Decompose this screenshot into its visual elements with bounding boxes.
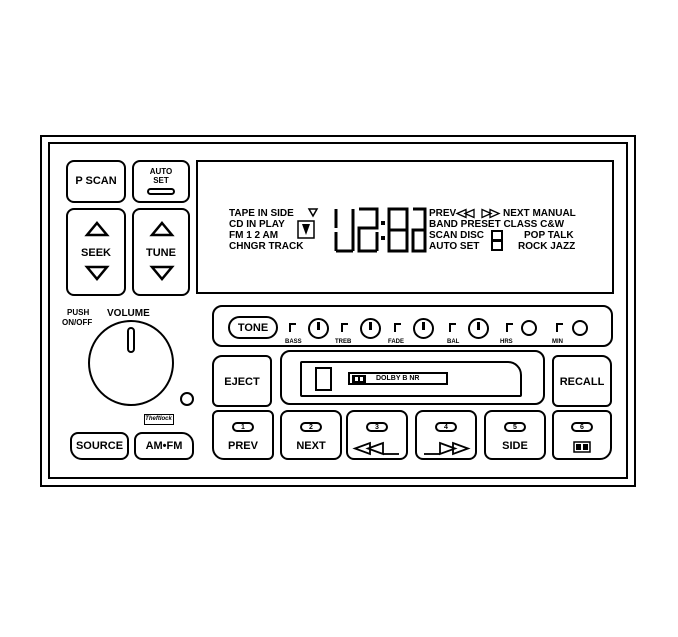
bass-label: BASS (285, 339, 302, 345)
auto-set-indicator (147, 188, 175, 195)
dolby-label: DOLBY B NR (376, 375, 420, 382)
auto-set-label-line1: AUTO (149, 167, 173, 176)
radio-frame-inner (48, 142, 628, 479)
hrs-tick-icon (506, 323, 513, 332)
cd-indicator-icon (297, 220, 315, 239)
hours-label: HRS (500, 339, 513, 345)
seek-label: SEEK (81, 247, 111, 259)
bal-tick-icon (449, 323, 456, 332)
display-auto-set: AUTO SET (429, 241, 480, 252)
display-pop-talk: POP TALK (524, 230, 574, 241)
preset-1-button[interactable]: 1 PREV (212, 410, 274, 460)
preset-5-button[interactable]: 5 SIDE (484, 410, 546, 460)
lcd-display: TAPE IN SIDE CD IN PLAY FM 1 2 AM CHNGR … (196, 160, 614, 294)
minutes-label: MIN (552, 339, 563, 345)
theftlock-badge: Theftlock (144, 414, 174, 425)
preset-5-label: SIDE (502, 440, 528, 452)
display-chngr-track: CHNGR TRACK (229, 241, 304, 252)
preset-4-indicator: 4 (435, 422, 457, 432)
recall-label: RECALL (559, 376, 605, 388)
tune-button[interactable]: TUNE (132, 208, 190, 296)
preset-6-number: 6 (580, 424, 584, 431)
source-label: SOURCE (75, 440, 124, 452)
tune-up-icon (149, 221, 175, 237)
p-scan-button[interactable]: P SCAN (66, 160, 126, 203)
tape-direction-icon (307, 208, 319, 218)
seek-button[interactable]: SEEK (66, 208, 126, 296)
preset-1-indicator: 1 (232, 422, 254, 432)
eject-label: EJECT (224, 376, 260, 388)
treble-knob[interactable] (360, 318, 381, 339)
on-off-label: ON/OFF (62, 318, 93, 327)
preset-2-indicator: 2 (300, 422, 322, 432)
recall-button[interactable]: RECALL (552, 355, 612, 407)
bass-tick-icon (289, 323, 296, 332)
am-fm-button[interactable]: AM•FM (134, 432, 194, 460)
preset-4-number: 4 (444, 424, 448, 431)
preset-6-button[interactable]: 6 (552, 410, 612, 460)
seek-down-icon (84, 265, 110, 281)
radio-frame-outer (40, 135, 636, 487)
display-scan-disc: SCAN DISC (429, 230, 485, 241)
balance-knob[interactable] (468, 318, 489, 339)
source-button[interactable]: SOURCE (70, 432, 129, 460)
display-tape-in-side: TAPE IN SIDE (229, 208, 294, 219)
preset-6-indicator: 6 (571, 422, 593, 432)
rewind-icon (352, 441, 399, 456)
display-fm-am: FM 1 2 AM (229, 230, 279, 241)
seek-up-icon (84, 221, 110, 237)
min-tick-icon (556, 323, 563, 332)
fade-tick-icon (394, 323, 401, 332)
minutes-button[interactable] (572, 320, 588, 336)
treb-tick-icon (341, 323, 348, 332)
fast-forward-icon (424, 441, 471, 456)
display-next-manual: NEXT MANUAL (503, 208, 576, 219)
cassette-window (315, 367, 332, 391)
fade-label: FADE (388, 339, 405, 345)
preset-1-number: 1 (241, 424, 245, 431)
volume-knob[interactable] (88, 320, 174, 406)
display-band-preset: BAND PRESET CLASS C&W (429, 219, 565, 230)
preset-1-label: PREV (228, 440, 258, 452)
preset-2-number: 2 (309, 424, 313, 431)
tone-label: TONE (237, 322, 269, 334)
cassette-slot[interactable] (300, 361, 522, 397)
theftlock-label: Theftlock (145, 416, 172, 422)
digit-segments-icon (334, 207, 427, 253)
tone-button[interactable]: TONE (228, 316, 278, 339)
preset-2-label: NEXT (296, 440, 326, 452)
volume-pointer (127, 327, 135, 353)
dolby-badge: DOLBY B NR (348, 372, 448, 385)
preset-5-number: 5 (513, 424, 517, 431)
preset-3-number: 3 (375, 424, 379, 431)
preset-3-indicator: 3 (366, 422, 388, 432)
auto-set-label-line2: SET (153, 176, 169, 185)
preset-4-button[interactable]: 4 (415, 410, 477, 460)
display-rock-jazz: ROCK JAZZ (518, 241, 576, 252)
display-cd-in-play: CD IN PLAY (229, 219, 285, 230)
volume-label: VOLUME (107, 308, 150, 319)
balance-label: BAL (447, 339, 460, 345)
preset-2-button[interactable]: 2 NEXT (280, 410, 342, 460)
display-seek-arrows-icon (455, 208, 501, 219)
display-prev: PREV (429, 208, 457, 219)
eject-button[interactable]: EJECT (212, 355, 272, 407)
disc-number-icon (491, 230, 503, 251)
push-label: PUSH (67, 308, 90, 317)
auto-set-button[interactable]: AUTO SET (132, 160, 190, 203)
p-scan-label: P SCAN (75, 175, 117, 187)
tape-reels-icon (573, 441, 591, 453)
hours-button[interactable] (521, 320, 537, 336)
preset-5-indicator: 5 (504, 422, 526, 432)
dolby-logo-icon (352, 375, 366, 383)
preset-3-button[interactable]: 3 (346, 410, 408, 460)
theftlock-led (180, 392, 194, 406)
tune-label: TUNE (146, 247, 176, 259)
tune-down-icon (149, 265, 175, 281)
bass-knob[interactable] (308, 318, 329, 339)
tone-control-strip (212, 305, 613, 347)
fade-knob[interactable] (413, 318, 434, 339)
treble-label: TREB (335, 339, 352, 345)
am-fm-label: AM•FM (145, 440, 183, 452)
